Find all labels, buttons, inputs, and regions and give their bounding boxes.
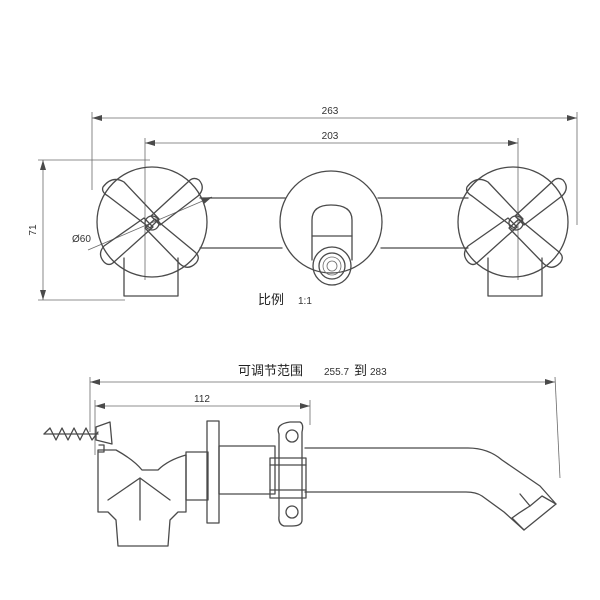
scale-label: 比例 1:1 <box>258 293 312 308</box>
dimension-adjustable-range: 可调节范围 255.7 到 283 <box>89 364 561 479</box>
connecting-pipe <box>199 197 469 249</box>
scale-value: 1:1 <box>298 296 312 307</box>
valve-body-side <box>97 449 209 547</box>
dimension-depth-value: 112 <box>194 394 210 405</box>
dimension-depth: 112 <box>94 394 311 455</box>
right-cross-handle <box>463 177 567 268</box>
range-min-value: 255.7 <box>324 367 349 378</box>
side-view: 可调节范围 255.7 到 283 112 <box>43 364 561 547</box>
spout-top-view <box>279 170 383 286</box>
handle-side <box>269 421 307 527</box>
range-max-value: 283 <box>370 367 387 378</box>
right-valve <box>457 166 569 297</box>
left-valve <box>96 166 208 297</box>
dimension-height: 71 <box>28 159 150 301</box>
range-to-text: 到 <box>354 364 367 379</box>
wall-anchor-screw <box>43 421 113 453</box>
dimension-overall-width: 263 <box>91 106 578 225</box>
spout-side <box>304 447 557 531</box>
dimension-center-distance: 203 <box>144 131 519 280</box>
dimension-height-value: 71 <box>28 224 39 236</box>
dimension-center-value: 203 <box>322 131 339 142</box>
dimension-overall-value: 263 <box>322 106 339 117</box>
wall-flange <box>206 420 276 524</box>
range-label: 可调节范围 <box>238 364 303 379</box>
top-view: 263 203 71 Ø60 <box>28 106 578 308</box>
left-cross-handle <box>99 177 203 268</box>
dimension-diameter-value: Ø60 <box>72 234 91 245</box>
dimension-diameter: Ø60 <box>72 196 213 251</box>
scale-text: 比例 <box>258 293 284 308</box>
